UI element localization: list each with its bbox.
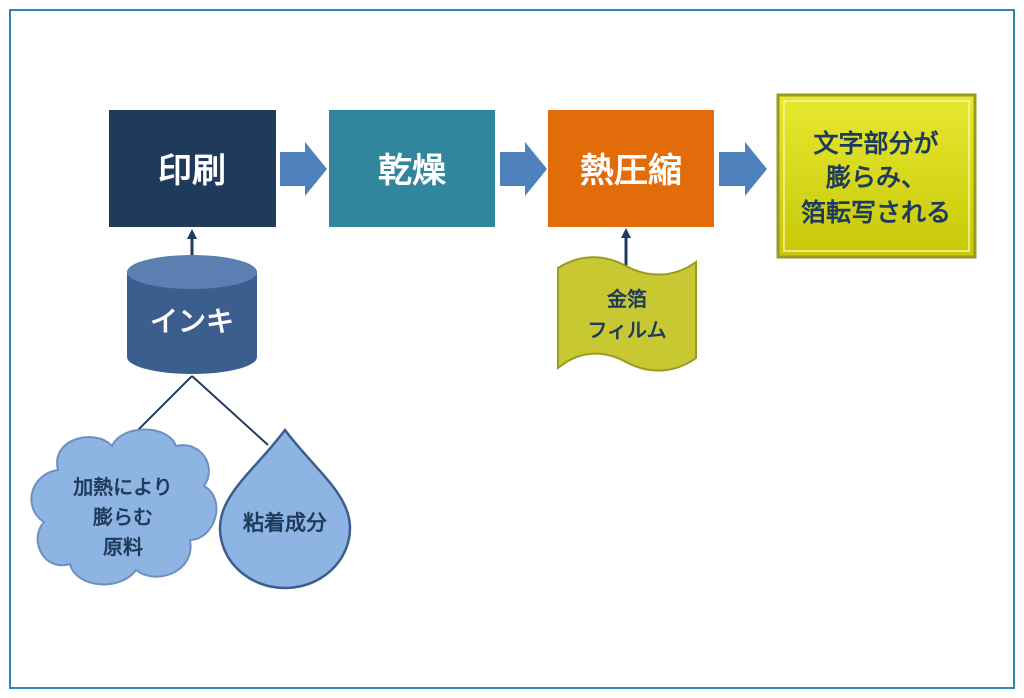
ink-component-connector: [191, 375, 269, 446]
step-result: 文字部分が 膨らみ、 箔転写される: [776, 93, 977, 259]
expanding-material: 加熱により 膨らむ 原料: [30, 428, 218, 586]
expanding-line-3: 原料: [103, 535, 143, 559]
result-line-3: 箔転写される: [801, 198, 951, 227]
press-box: [548, 110, 714, 227]
adhesive-component: 粘着成分: [218, 427, 352, 590]
dry-label: 乾燥: [378, 151, 447, 191]
foil-line-2: フィルム: [587, 318, 666, 342]
adhesive-label: 粘着成分: [243, 511, 327, 535]
print-box: [109, 110, 276, 227]
ink-cylinder-body: [127, 272, 257, 374]
ink-cylinder-top: [127, 255, 257, 289]
step-print: 印刷: [109, 110, 276, 227]
result-line-1: 文字部分が: [813, 129, 938, 158]
expanding-line-2: 膨らむ: [92, 505, 153, 529]
ink-input: インキ: [127, 229, 257, 374]
expanding-line-1: 加熱により: [72, 475, 173, 499]
flow-arrow-icon: [500, 142, 547, 196]
flow-arrow-icon: [280, 142, 327, 196]
step-press: 熱圧縮: [548, 110, 714, 227]
cloud-shape: [30, 428, 218, 586]
result-box: [776, 93, 977, 259]
print-label: 印刷: [158, 151, 226, 191]
foil-line-1: 金箔: [606, 287, 647, 311]
result-line-2: 膨らみ、: [826, 163, 926, 192]
foil-input: 金箔 フィルム: [557, 228, 697, 372]
press-label: 熱圧縮: [580, 151, 682, 191]
foil-tape-shape: [557, 256, 697, 372]
flow-arrow-icon: [719, 142, 767, 196]
result-box-bevel: [783, 100, 970, 252]
dry-box: [329, 110, 495, 227]
step-dry: 乾燥: [329, 110, 495, 227]
teardrop-shape: [218, 427, 352, 590]
ink-label: インキ: [150, 305, 234, 338]
